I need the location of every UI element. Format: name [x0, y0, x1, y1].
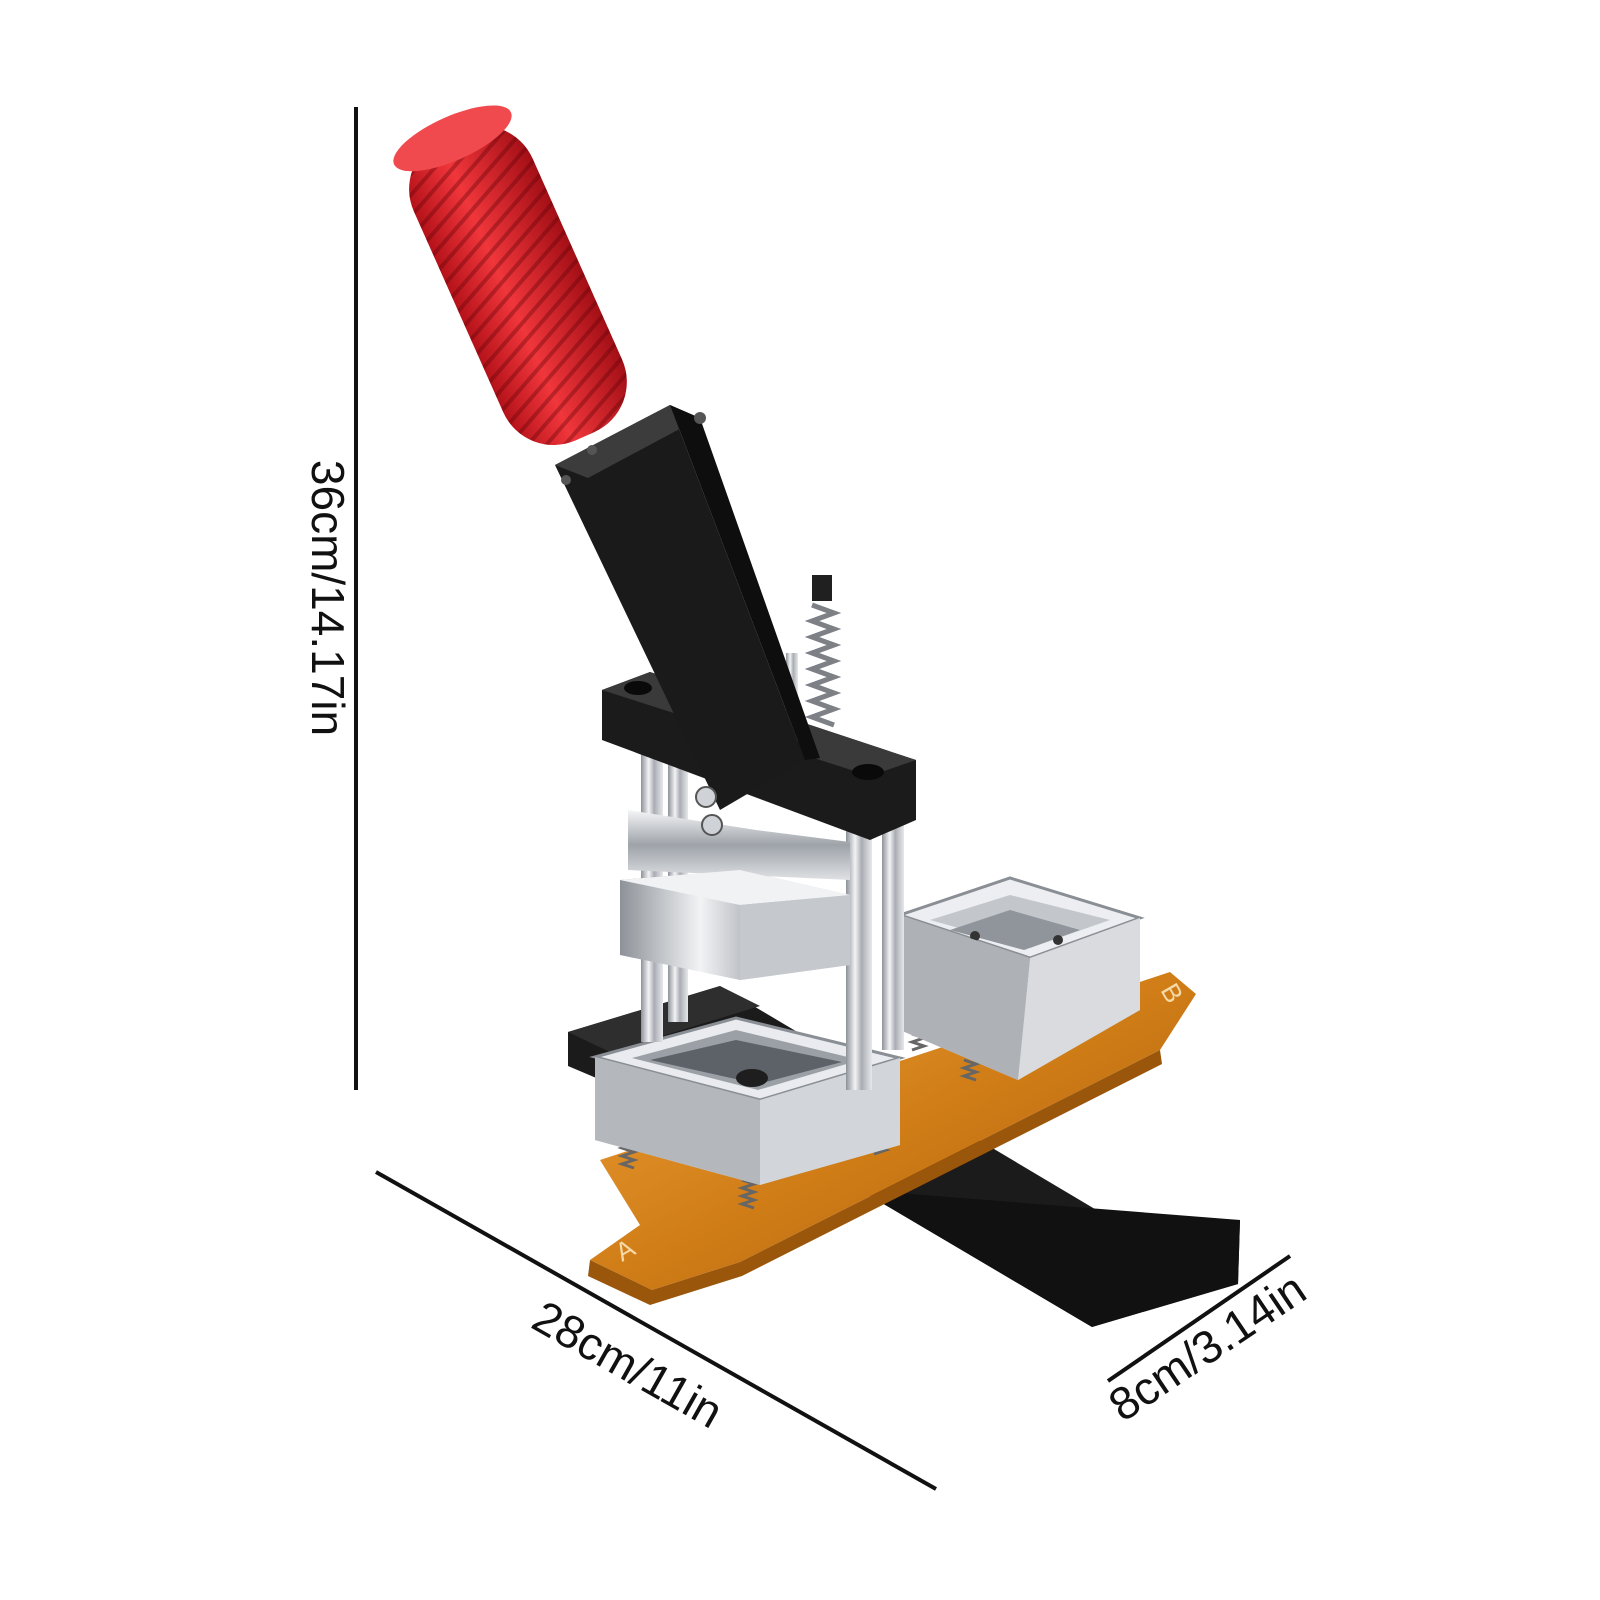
length-dimension-label: 28cm/11in [524, 1290, 731, 1438]
handle-grip [393, 105, 627, 445]
length-dimension-line [375, 1170, 937, 1491]
height-dimension-label: 36cm/14.17in [302, 460, 354, 736]
press-ram-block [620, 810, 850, 980]
height-dimension: 36cm/14.17in [302, 107, 358, 1090]
lever-arm [555, 405, 820, 836]
width-dimension-line [1106, 1254, 1292, 1383]
die-b [895, 876, 1145, 1080]
